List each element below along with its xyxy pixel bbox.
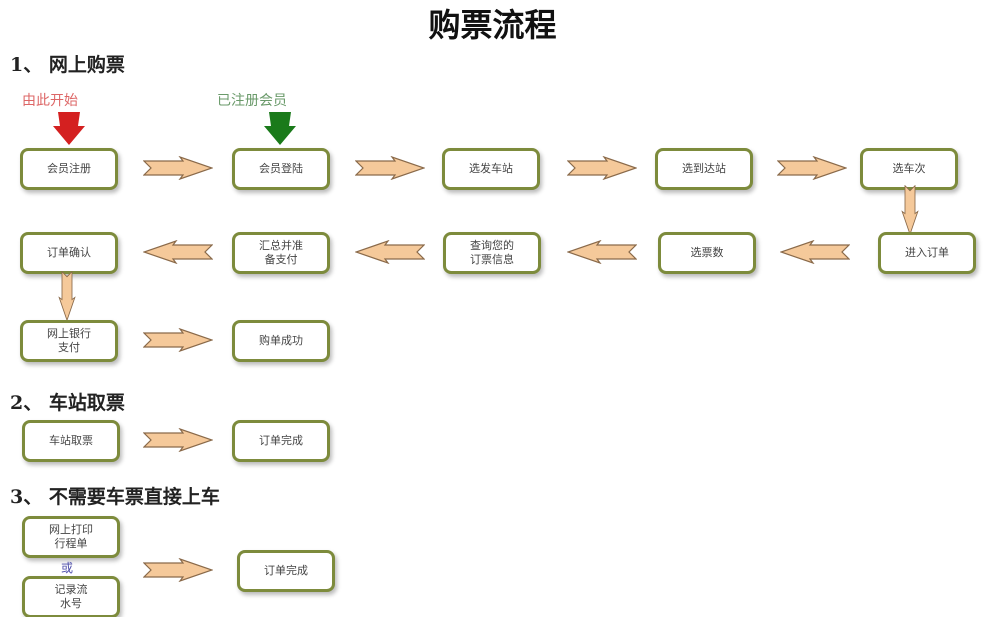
step-purchase-success: 购单成功 (232, 320, 330, 362)
down-arrow-icon (55, 271, 79, 321)
left-arrow-icon (143, 240, 213, 264)
right-arrow-icon (567, 156, 637, 180)
step-print-itinerary: 网上打印 行程单 (22, 516, 120, 558)
step-order-complete-3: 订单完成 (237, 550, 335, 592)
or-label: 或 (61, 561, 74, 575)
right-arrow-icon (143, 156, 213, 180)
step-departure-station: 选发车站 (442, 148, 540, 190)
right-arrow-icon (143, 428, 213, 452)
red-down-arrow-icon (53, 112, 85, 145)
right-arrow-icon (143, 328, 213, 352)
step-record-serial: 记录流 水号 (22, 576, 120, 617)
step-query-info: 查询您的 订票信息 (443, 232, 541, 274)
step-station-pickup: 车站取票 (22, 420, 120, 462)
right-arrow-icon (355, 156, 425, 180)
section-3-heading: 3、 不需要车票直接上车 (10, 486, 220, 508)
step-arrival-station: 选到达站 (655, 148, 753, 190)
right-arrow-icon (777, 156, 847, 180)
left-arrow-icon (355, 240, 425, 264)
registered-hint: 已注册会员 (217, 93, 287, 109)
step-enter-order: 进入订单 (878, 232, 976, 274)
right-arrow-icon (143, 558, 213, 582)
section-1-heading: 1、 网上购票 (10, 54, 125, 76)
down-arrow-icon (898, 185, 922, 235)
green-down-arrow-icon (264, 112, 296, 145)
left-arrow-icon (567, 240, 637, 264)
start-hint: 由此开始 (22, 93, 78, 109)
step-order-complete: 订单完成 (232, 420, 330, 462)
step-ticket-count: 选票数 (658, 232, 756, 274)
step-login: 会员登陆 (232, 148, 330, 190)
step-summary-payment: 汇总并准 备支付 (232, 232, 330, 274)
section-2-heading: 2、 车站取票 (10, 392, 125, 414)
step-order-confirm: 订单确认 (20, 232, 118, 274)
left-arrow-icon (780, 240, 850, 264)
step-register: 会员注册 (20, 148, 118, 190)
step-online-bank-payment: 网上银行 支付 (20, 320, 118, 362)
page-title: 购票流程 (428, 6, 557, 44)
step-train: 选车次 (860, 148, 958, 190)
